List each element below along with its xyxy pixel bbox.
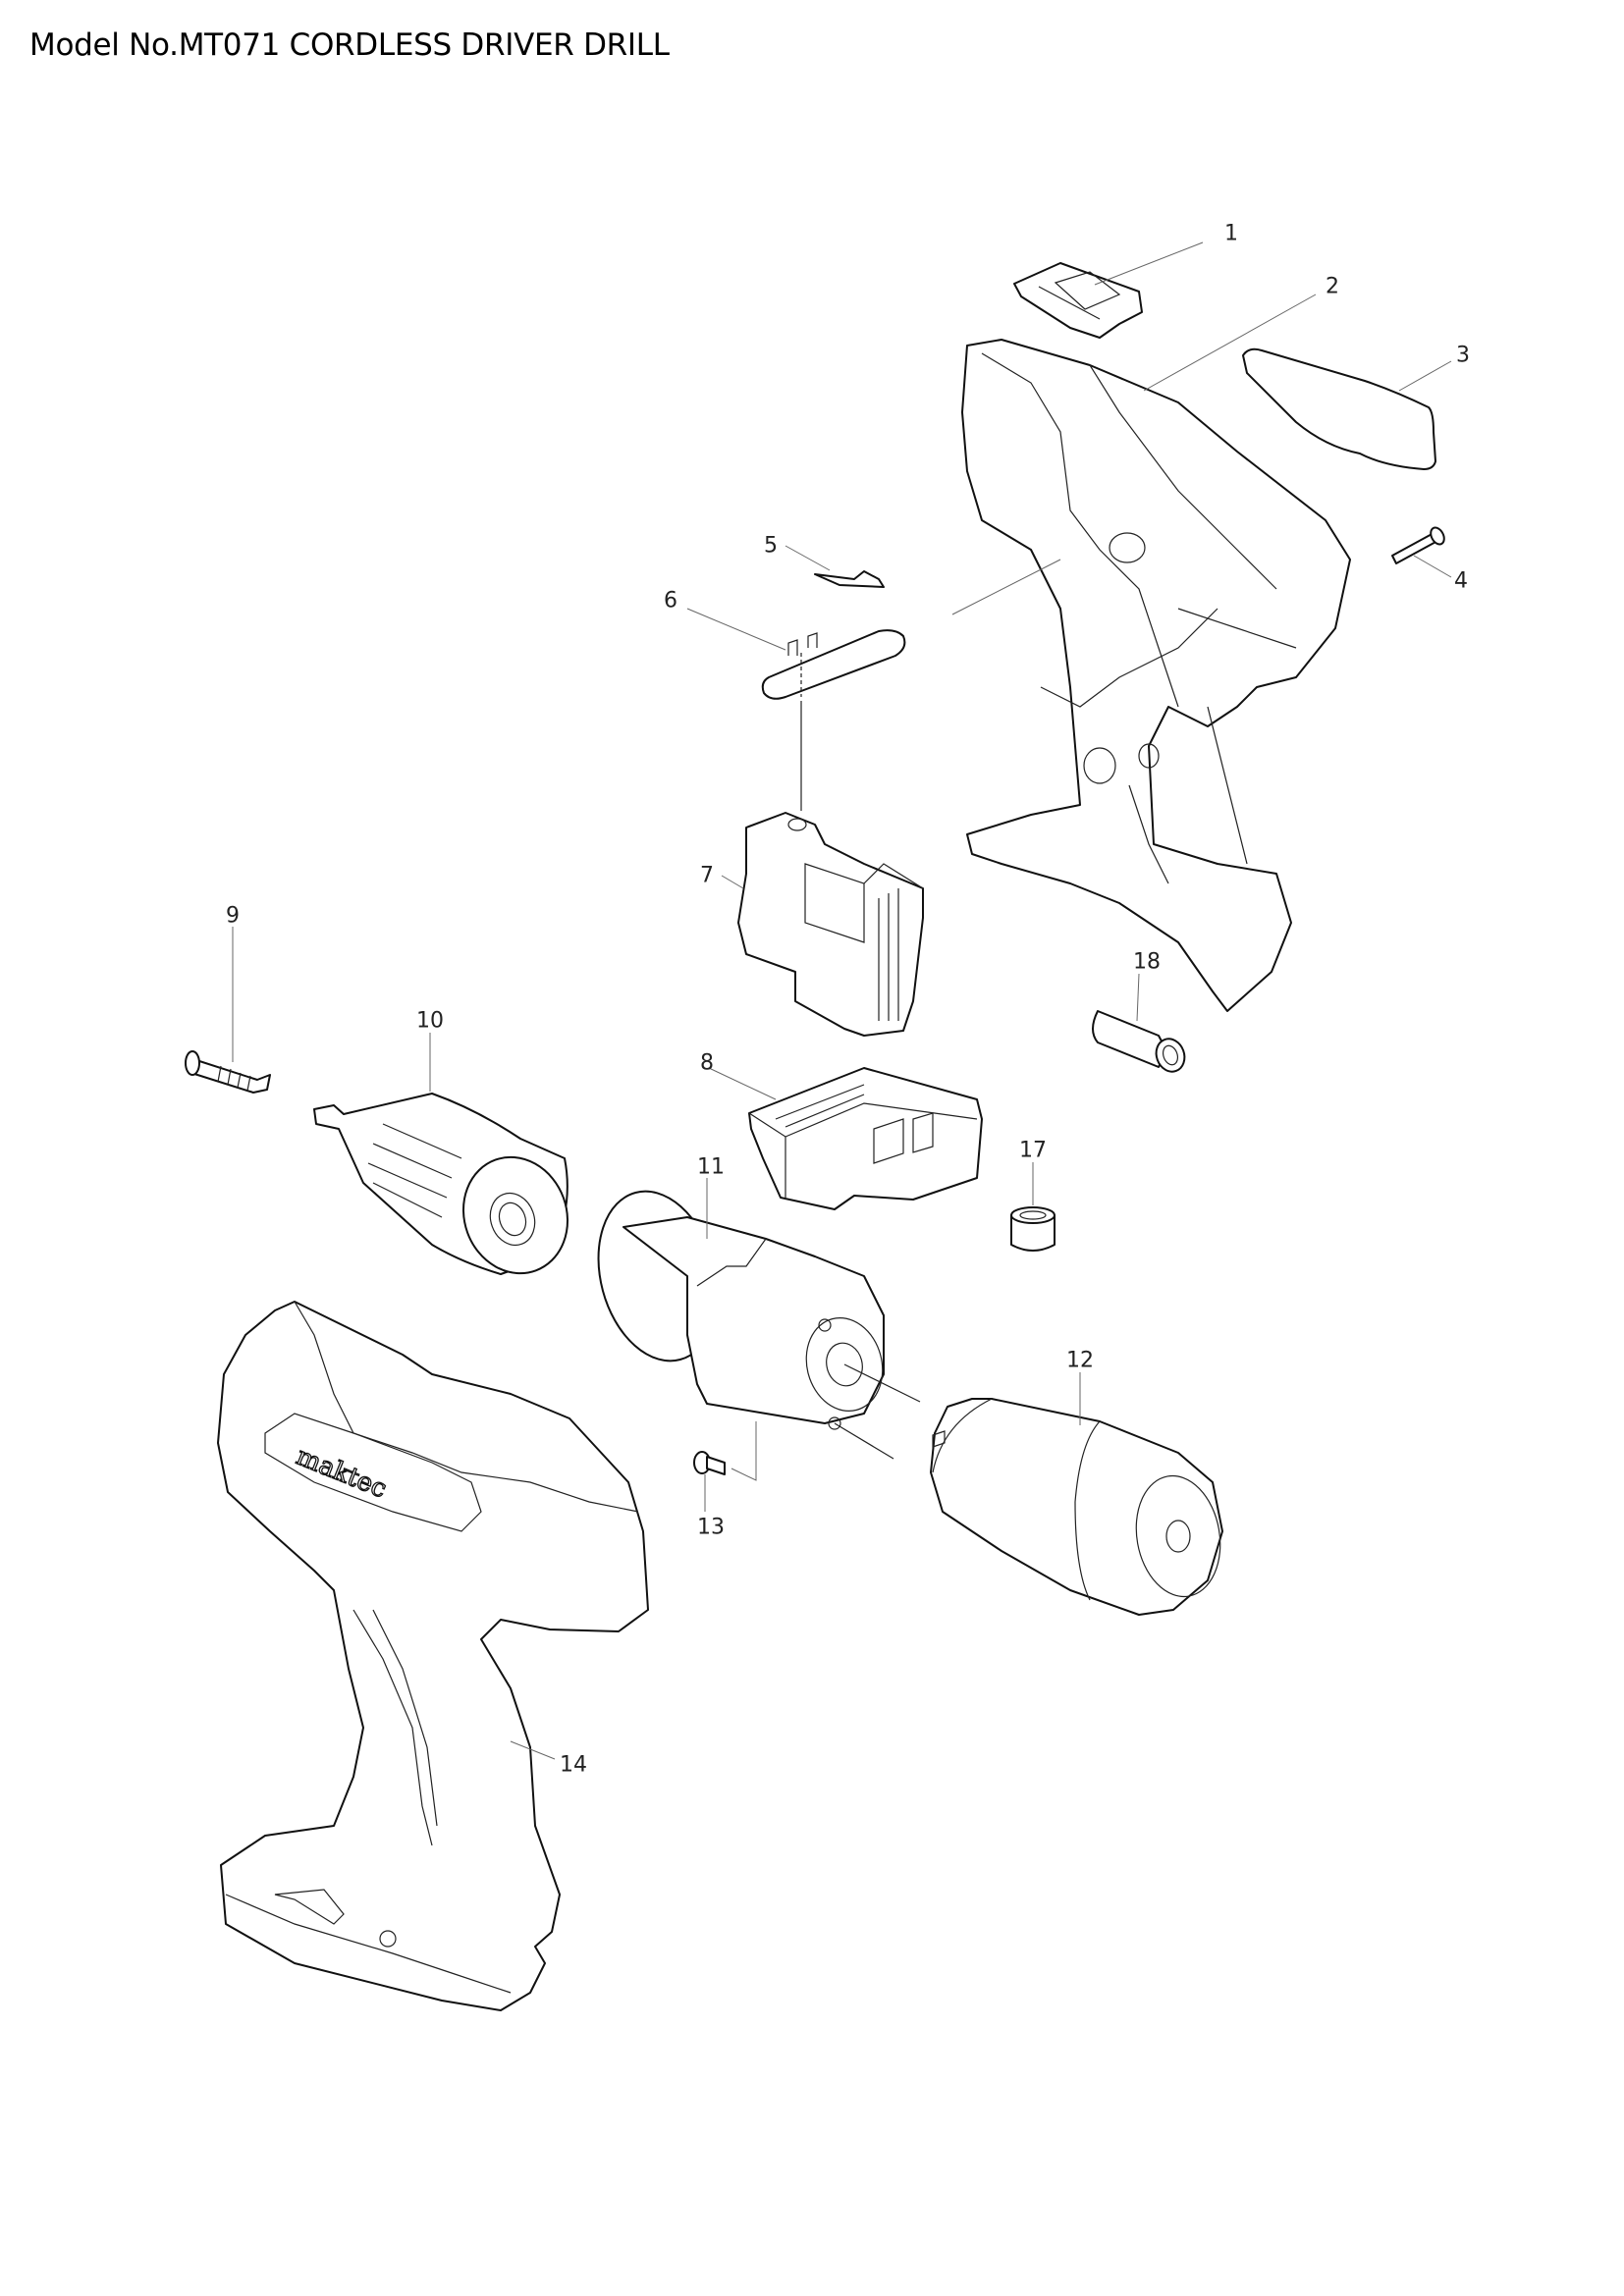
- part-18-pin: [1092, 973, 1186, 1073]
- part-11-gear-assembly: [597, 1178, 921, 1460]
- callout-label-12: 12: [1066, 1348, 1094, 1373]
- part-14-housing: maktec: [217, 1301, 649, 2011]
- part-13-screw: [693, 1421, 757, 1512]
- callout-label-4: 4: [1454, 568, 1468, 594]
- part-9-screw: [185, 927, 271, 1094]
- callout-label-2: 2: [1326, 274, 1339, 299]
- part-12-motor: [930, 1372, 1223, 1616]
- page-title: Model No.MT071 CORDLESS DRIVER DRILL: [29, 27, 670, 63]
- callout-label-5: 5: [764, 533, 778, 559]
- part-2-housing: [951, 294, 1351, 1012]
- callout-label-14: 14: [560, 1752, 587, 1778]
- callout-label-3: 3: [1456, 343, 1470, 368]
- callout-label-8: 8: [700, 1050, 714, 1076]
- callout-label-6: 6: [664, 588, 677, 614]
- callout-label-18: 18: [1133, 949, 1161, 975]
- callout-label-17: 17: [1019, 1138, 1047, 1163]
- part-17-sleeve: [1010, 1162, 1056, 1252]
- part-8-terminal: [708, 1067, 983, 1210]
- part-10-chuck: [313, 1033, 568, 1275]
- part-7-switch: [721, 812, 924, 1037]
- part-5-spring: [785, 545, 885, 588]
- callout-label-7: 7: [700, 863, 714, 888]
- callout-label-11: 11: [697, 1154, 725, 1180]
- callout-label-1: 1: [1224, 221, 1238, 246]
- part-6-lever: [686, 608, 906, 811]
- callout-label-10: 10: [416, 1008, 444, 1034]
- part-1-lever: [1013, 241, 1204, 339]
- callout-label-13: 13: [697, 1515, 725, 1540]
- callout-label-9: 9: [226, 903, 240, 929]
- part-4-screw: [1391, 526, 1452, 578]
- part-3-nameplate: [1242, 347, 1452, 470]
